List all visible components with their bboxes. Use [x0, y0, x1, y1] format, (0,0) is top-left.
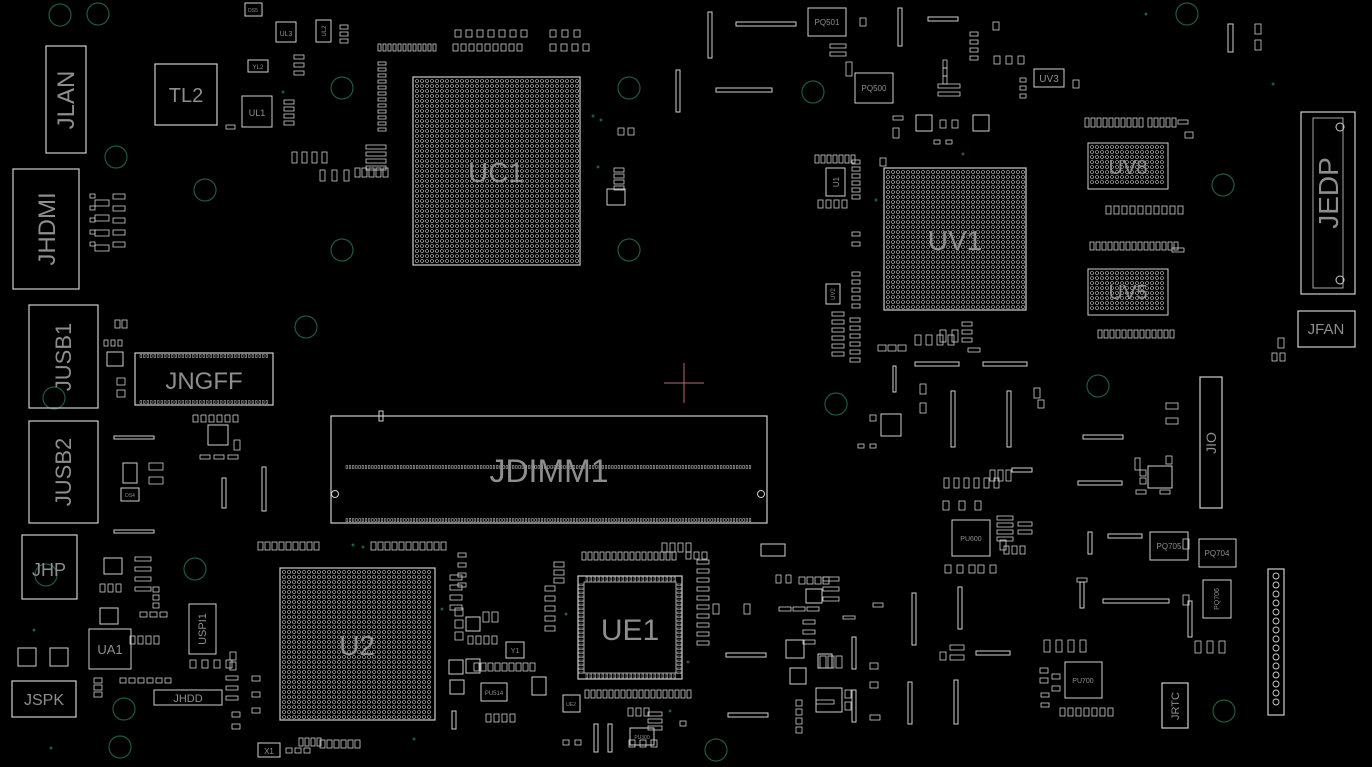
- pq705-mosfet[interactable]: PQ705: [1149, 531, 1189, 561]
- pu600-label: PU600: [960, 536, 982, 543]
- ds5-label: DS5: [248, 8, 258, 14]
- jhdmi-label: JHDMI: [34, 192, 61, 265]
- jhdd-label: JHDD: [173, 693, 202, 705]
- yl2-crystal[interactable]: YL2: [247, 59, 269, 73]
- uv5-label: UV5: [1109, 282, 1148, 304]
- jngff-connector[interactable]: JNGFF: [134, 352, 274, 406]
- ds5-led[interactable]: DS5: [244, 2, 263, 17]
- y1-crystal[interactable]: Y1: [505, 641, 525, 659]
- uv8-package[interactable]: UV8: [1087, 142, 1169, 190]
- pq706-label: PQ706: [1214, 588, 1221, 610]
- cursor-crosshair: [664, 363, 704, 403]
- jusb1-label: JUSB1: [51, 323, 76, 391]
- small-parts: [89, 17, 1286, 754]
- ul3-chip[interactable]: UL3: [275, 21, 297, 43]
- pq501-label: PQ501: [815, 18, 840, 27]
- jbat-connector[interactable]: [1267, 568, 1285, 716]
- jrtc-connector[interactable]: JRTC: [1161, 682, 1189, 729]
- ul2-label: UL2: [322, 25, 328, 37]
- jspk-label: JSPK: [24, 692, 64, 709]
- uc1-package[interactable]: UC1: [412, 76, 581, 266]
- pq500-label: PQ500: [862, 84, 887, 93]
- jhdd-connector[interactable]: JHDD: [153, 689, 223, 706]
- uv2-chip[interactable]: UV2: [825, 283, 841, 305]
- jspk-connector[interactable]: JSPK: [11, 680, 77, 718]
- uv1-package[interactable]: UV1: [883, 167, 1027, 311]
- uc1-label: UC1: [468, 157, 524, 188]
- pq705-label: PQ705: [1157, 542, 1182, 551]
- pu514-label: PU514: [485, 691, 504, 697]
- jlan-label: JLAN: [53, 71, 80, 130]
- jio-connector[interactable]: JIO: [1199, 376, 1223, 509]
- ds4-label: DS4: [125, 493, 135, 499]
- jedp-connector[interactable]: JEDP: [1300, 111, 1356, 295]
- pu514-chip[interactable]: PU514: [480, 682, 508, 702]
- ue2-label: UE2: [566, 702, 576, 708]
- pu700-label: PU700: [1072, 678, 1094, 685]
- u2-package[interactable]: U2: [279, 567, 436, 721]
- jhdmi-connector[interactable]: JHDMI: [12, 168, 80, 290]
- slots-and-traces: [113, 7, 1234, 753]
- jusb2-label: JUSB2: [51, 438, 76, 506]
- u2-label: U2: [339, 630, 375, 661]
- ul1-label: UL1: [249, 108, 266, 118]
- pq704-mosfet[interactable]: PQ704: [1198, 538, 1237, 568]
- u1-chip[interactable]: U1: [825, 167, 846, 197]
- pq704-label: PQ704: [1205, 549, 1230, 558]
- pq706-mosfet[interactable]: PQ706: [1202, 579, 1232, 619]
- x1-crystal[interactable]: X1: [257, 742, 281, 758]
- uv8-label: UV8: [1109, 157, 1148, 179]
- ua1-label: UA1: [97, 642, 122, 657]
- jdimm1-label: JDIMM1: [489, 453, 608, 489]
- tl2-label: TL2: [169, 85, 203, 107]
- uv3-label: UV3: [1039, 74, 1059, 85]
- jusb2-connector[interactable]: JUSB2: [28, 420, 99, 524]
- uv3-chip[interactable]: UV3: [1033, 68, 1065, 88]
- jhp-connector[interactable]: JHP: [21, 534, 78, 600]
- jngff-label: JNGFF: [165, 368, 242, 395]
- tl2-part[interactable]: TL2: [154, 63, 218, 126]
- uv5-package[interactable]: UV5: [1087, 268, 1169, 316]
- mounting-holes: [32, 2, 1275, 762]
- jedp-label: JEDP: [1313, 157, 1344, 229]
- jfan-label: JFAN: [1308, 321, 1345, 338]
- ue2-chip[interactable]: UE2: [562, 694, 581, 713]
- misc-chips: [17, 114, 1173, 713]
- ua1-chip[interactable]: UA1: [88, 628, 132, 670]
- uv1-label: UV1: [928, 225, 982, 256]
- jio-label: JIO: [1203, 432, 1219, 454]
- y1-label: Y1: [511, 648, 520, 655]
- ul3-label: UL3: [280, 31, 293, 38]
- pu700-chip[interactable]: PU700: [1064, 661, 1103, 699]
- ul1-chip[interactable]: UL1: [241, 95, 273, 128]
- pq500-mosfet[interactable]: PQ500: [854, 72, 894, 104]
- ul2-chip[interactable]: UL2: [315, 19, 332, 43]
- jdimm1-connector[interactable]: JDIMM1: [330, 415, 768, 524]
- pu300-chip[interactable]: PU300: [629, 727, 655, 746]
- uv2-label: UV2: [831, 288, 837, 300]
- jhp-label: JHP: [32, 560, 66, 580]
- uspi1-chip[interactable]: USPI1: [188, 603, 217, 655]
- yl2-label: YL2: [253, 65, 264, 71]
- pu600-chip[interactable]: PU600: [951, 519, 991, 557]
- uspi1-label: USPI1: [197, 613, 209, 645]
- pu300-label: PU300: [634, 735, 650, 741]
- jusb1-connector[interactable]: JUSB1: [28, 304, 99, 409]
- jrtc-label: JRTC: [1170, 692, 1182, 720]
- x1-label: X1: [264, 747, 274, 756]
- ue1-label: UE1: [601, 614, 659, 647]
- u1-label: U1: [832, 176, 841, 187]
- ds4-led[interactable]: DS4: [120, 487, 140, 502]
- ue1-package[interactable]: UE1: [577, 575, 683, 680]
- jlan-connector[interactable]: JLAN: [45, 45, 87, 154]
- jfan-connector[interactable]: JFAN: [1297, 310, 1356, 348]
- pq501-mosfet[interactable]: PQ501: [807, 7, 847, 37]
